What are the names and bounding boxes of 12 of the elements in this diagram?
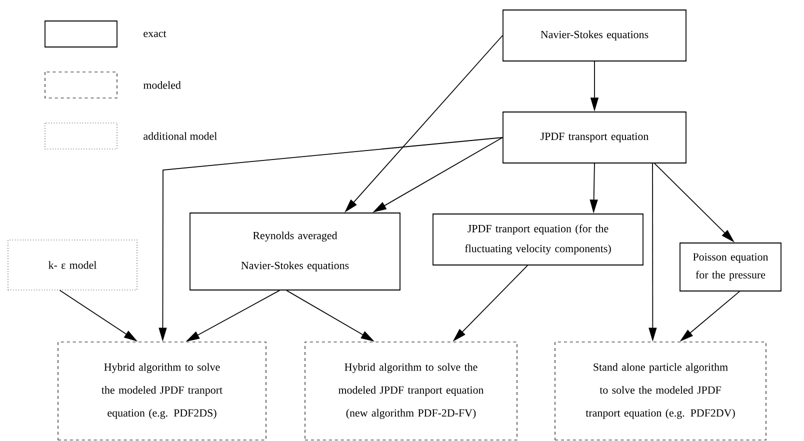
legend-label: exact: [144, 30, 166, 38]
process-box: Reynolds averaged Navier-Stokes equations: [190, 212, 400, 290]
process-box: Poisson equation for the pressure: [680, 242, 782, 292]
process-box: Hybrid algorithm to solve the modeled JPDF tranport equation (e.g. PDF2DS): [58, 342, 266, 440]
process-box: Stand alone particle algorithm to solve the modeled JPDF tranport equation (e.g. PDF2DV): [554, 342, 766, 440]
process-box: Navier-Stokes equations: [502, 10, 686, 62]
process-box: JPDF tranport equation (for the fluctuating velocity components): [432, 214, 644, 266]
legend-label: modeled: [143, 81, 181, 89]
process-box: k- ε model: [8, 240, 138, 290]
process-box: JPDF transport equation: [502, 112, 686, 164]
legend-label: additional model: [144, 132, 217, 140]
process-box: Hybrid algorithm to solve the modeled JPDF tranport equation (new algorithm PDF-2D-FV): [304, 342, 518, 440]
